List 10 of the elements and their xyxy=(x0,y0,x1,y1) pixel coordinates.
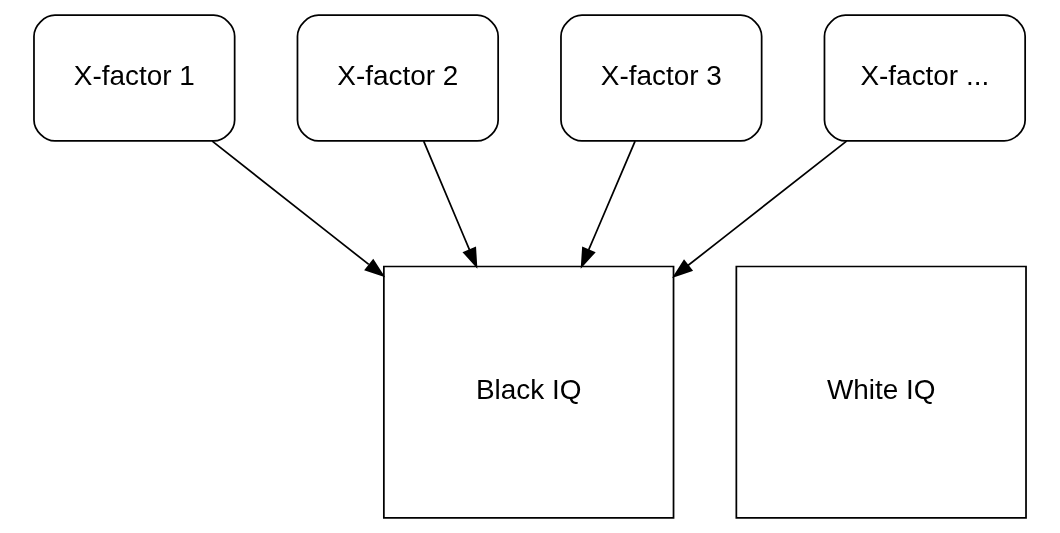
node-box: White IQ xyxy=(735,265,1027,519)
arrow xyxy=(422,140,478,269)
arrow xyxy=(211,140,386,278)
arrow xyxy=(672,140,848,278)
node-box: X-factor ... xyxy=(823,14,1027,142)
node-box: X-factor 3 xyxy=(560,14,763,142)
arrow xyxy=(580,140,636,269)
node-box: Black IQ xyxy=(383,265,675,519)
node-box: X-factor 2 xyxy=(296,14,500,142)
node-box: X-factor 1 xyxy=(33,14,236,142)
